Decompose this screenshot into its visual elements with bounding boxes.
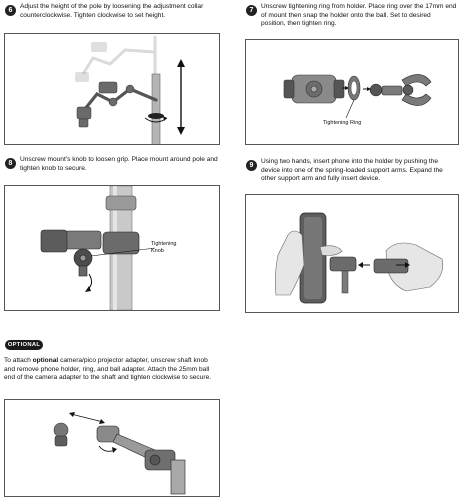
step-8-illustration: Tightening Knob bbox=[4, 185, 220, 311]
camera-adapter-drawing bbox=[53, 412, 186, 495]
optional-text-post: camera/pico projector adapter, unscrew s… bbox=[4, 357, 212, 382]
step-8-text: Unscrew mount's knob to loosen grip. Pla… bbox=[20, 156, 218, 172]
step-7-badge: 7 bbox=[246, 5, 257, 16]
tightening-ring-label: Tightening Ring bbox=[323, 120, 361, 126]
step-6-badge: 6 bbox=[5, 5, 16, 16]
step-6-illustration bbox=[4, 33, 220, 145]
step-9-text: Using two hands, insert phone into the h… bbox=[261, 158, 443, 183]
phone-insert-drawing bbox=[275, 212, 444, 304]
optional-illustration bbox=[4, 399, 220, 497]
pole-height-drawing bbox=[75, 36, 185, 144]
step-9-badge: 9 bbox=[246, 160, 257, 171]
optional-text-pre: To attach bbox=[4, 357, 33, 364]
step-6-text: Adjust the height of the pole by looseni… bbox=[20, 3, 204, 19]
holder-ring-drawing: Tightening Ring bbox=[283, 74, 432, 126]
optional-text: To attach optional camera/pico projector… bbox=[4, 357, 220, 383]
tightening-knob-label-1: Tightening bbox=[151, 241, 176, 247]
step-8-badge: 8 bbox=[5, 158, 16, 169]
mount-knob-drawing: Tightening Knob bbox=[40, 186, 176, 310]
step-7-text: Unscrew tightening ring from holder. Pla… bbox=[261, 3, 457, 28]
tightening-knob-label-2: Knob bbox=[151, 248, 164, 254]
step-9-illustration bbox=[245, 194, 459, 313]
optional-text-bold: optional bbox=[32, 357, 59, 364]
step-7-illustration: Tightening Ring bbox=[245, 39, 459, 145]
optional-badge: OPTIONAL bbox=[5, 340, 43, 350]
